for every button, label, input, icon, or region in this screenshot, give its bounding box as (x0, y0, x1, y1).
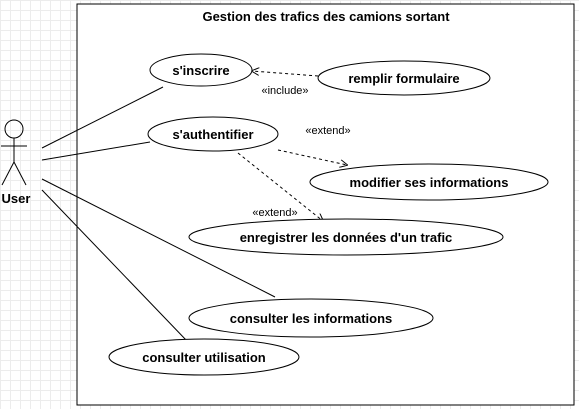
extend-label-modifier: «extend» (305, 125, 350, 137)
use-case-inscrire-label: s'inscrire (172, 63, 229, 78)
system-title: Gestion des trafics des camions sortant (202, 9, 450, 24)
actor-label: User (2, 191, 31, 206)
association-consulter-utilisation (41, 189, 188, 342)
association-authentifier (41, 141, 151, 161)
include-arrow (252, 71, 319, 77)
include-label: «include» (261, 85, 308, 97)
use-case-enregistrer-label: enregistrer les données d'un trafic (240, 230, 453, 245)
use-case-authentifier[interactable]: s'authentifier (147, 116, 279, 152)
actor-right-leg (13, 161, 27, 186)
actor-head (4, 119, 24, 139)
use-case-consulter-informations[interactable]: consulter les informations (188, 298, 434, 338)
association-inscrire (41, 86, 164, 149)
use-case-consulter-utilisation[interactable]: consulter utilisation (108, 338, 300, 376)
use-case-remplir-label: remplir formulaire (348, 71, 459, 86)
use-case-enregistrer-trafic[interactable]: enregistrer les données d'un trafic (188, 218, 504, 256)
actor-left-leg (1, 161, 15, 186)
use-case-remplir-formulaire[interactable]: remplir formulaire (317, 60, 491, 96)
use-case-modifier-label: modifier ses informations (350, 175, 509, 190)
extend-arrow-enregistrer (237, 152, 323, 221)
use-case-modifier-informations[interactable]: modifier ses informations (309, 163, 549, 201)
use-case-consulter-utilisation-label: consulter utilisation (142, 350, 266, 365)
extend-label-enregistrer: «extend» (252, 207, 297, 219)
use-case-inscrire[interactable]: s'inscrire (149, 53, 253, 87)
association-consulter-informations (41, 178, 276, 298)
use-case-authentifier-label: s'authentifier (172, 127, 253, 142)
actor-user[interactable] (1, 119, 27, 186)
use-case-consulter-informations-label: consulter les informations (230, 311, 393, 326)
